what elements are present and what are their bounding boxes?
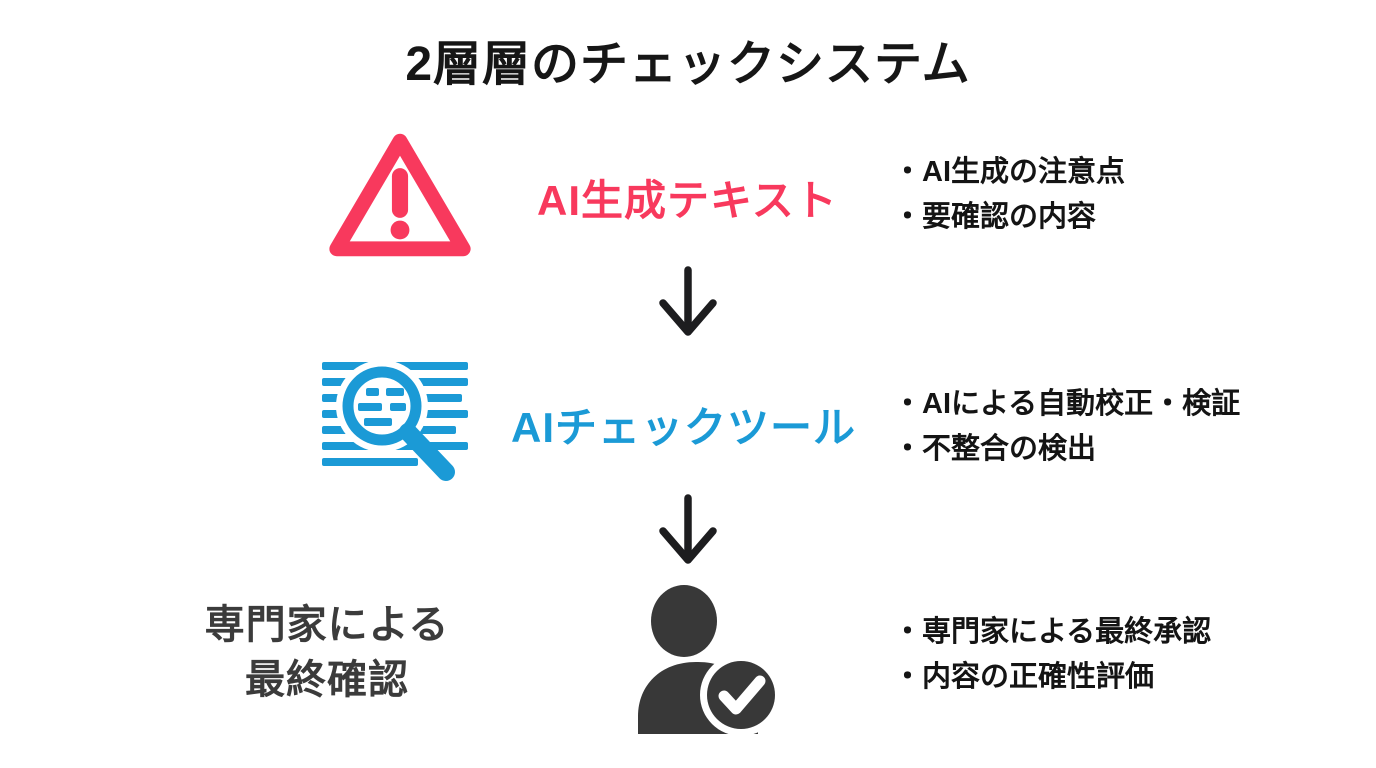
person-check-icon (634, 582, 784, 736)
expert-label-line: 専門家による (204, 603, 450, 647)
down-arrow-icon (656, 266, 720, 342)
bullet-item: ・内容の正確性評価 (893, 661, 1155, 693)
expert-label-line: 最終確認 (245, 658, 409, 702)
bullet-item: ・専門家による最終承認 (893, 616, 1212, 648)
bullet-item: ・不整合の検出 (893, 433, 1097, 465)
step-label-ai-check-tool: AIチェックツール (511, 404, 857, 451)
bullets-ai-check-tool: ・AIによる自動校正・検証 ・不整合の検出 (893, 382, 1240, 472)
warning-triangle-icon (326, 124, 474, 266)
step-label-ai-text: AI生成テキスト (537, 177, 838, 224)
bullet-item: ・AIによる自動校正・検証 (893, 388, 1241, 420)
bullets-ai-text: ・AI生成の注意点 ・要確認の内容 (893, 150, 1125, 240)
bullets-expert-check: ・専門家による最終承認 ・内容の正確性評価 (893, 610, 1211, 700)
bullet-item: ・AI生成の注意点 (893, 156, 1126, 188)
down-arrow-icon (656, 494, 720, 570)
text-search-magnifier-icon (320, 360, 472, 488)
diagram-title: 2層層のチェックシステム (405, 38, 971, 91)
expert-final-check-label: 専門家による 最終確認 (172, 598, 482, 708)
bullet-item: ・要確認の内容 (893, 201, 1097, 233)
